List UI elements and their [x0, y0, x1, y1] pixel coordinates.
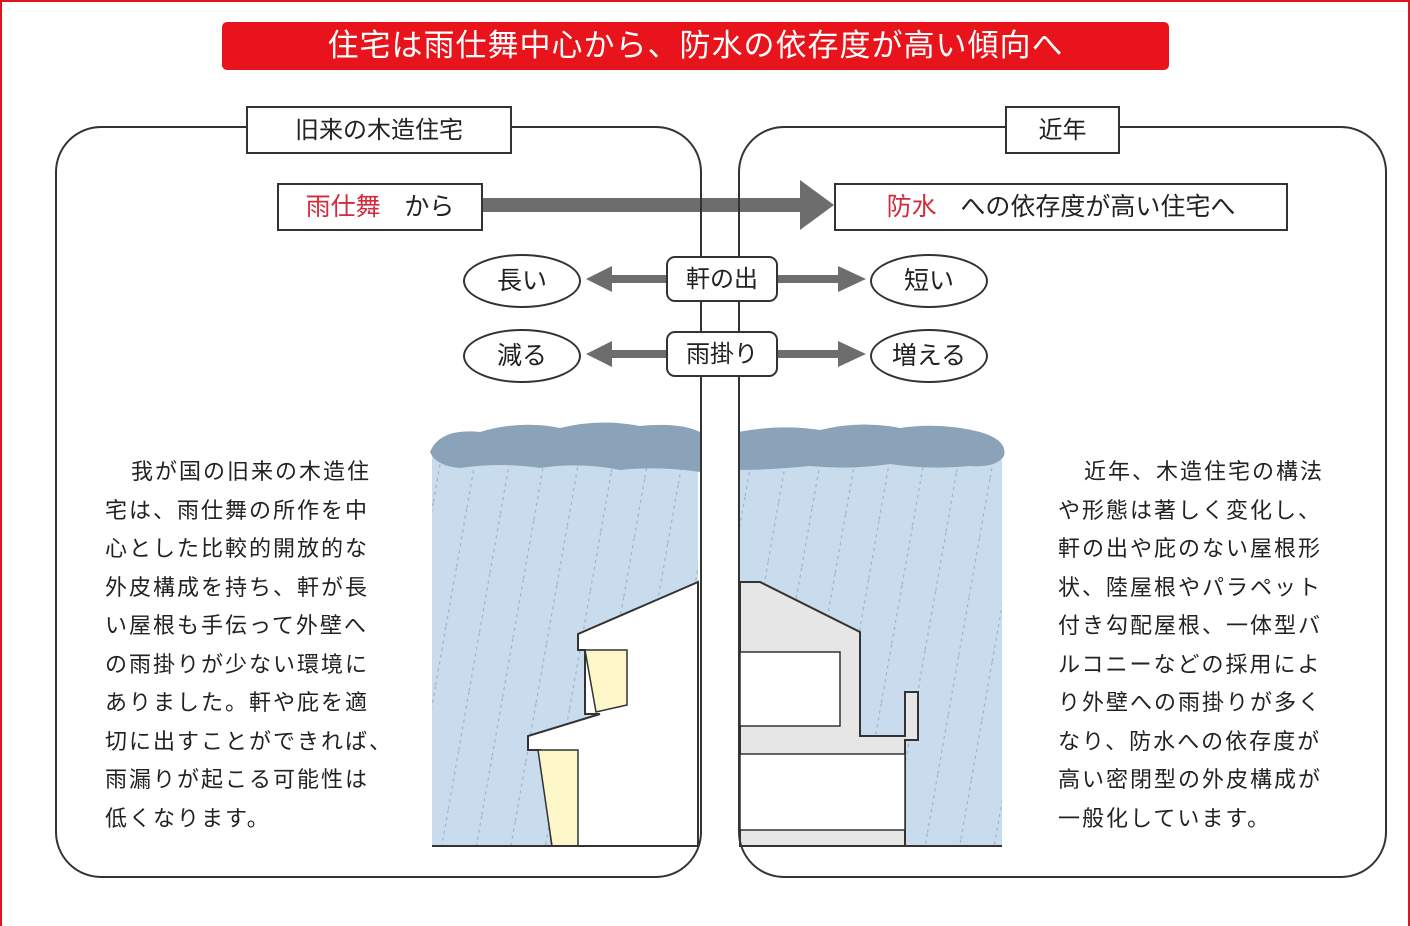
- title-banner: 住宅は雨仕舞中心から、防水の依存度が高い傾向へ: [222, 22, 1169, 70]
- from-box: 雨仕舞 から: [277, 183, 483, 231]
- text-line: り外壁への雨掛りが多く: [1058, 691, 1323, 716]
- cloud-left: [430, 422, 700, 472]
- from-keyword: 雨仕舞: [305, 192, 381, 221]
- text-line: 外皮構成を持ち、軒が長: [105, 575, 370, 601]
- cloud-right: [738, 424, 1005, 470]
- eaves-long-oval: 長い: [463, 254, 581, 308]
- text-line: 一般化しています。: [1058, 806, 1272, 832]
- text-line: 心とした比較的開放的な: [105, 537, 370, 562]
- to-suffix: への依存度が高い住宅へ: [960, 192, 1236, 221]
- text-line: ありました。軒や庇を適: [105, 691, 370, 716]
- text-line: 付き勾配屋根、一体型バ: [1058, 614, 1323, 639]
- recent-description: 近年、木造住宅の構法 や形態は著しく変化し、 軒の出や庇のない屋根形 状、陸屋根…: [1058, 454, 1358, 839]
- arrow-rain-right: [778, 341, 866, 367]
- arrow-rain-left: [586, 341, 668, 367]
- text-line: 近年、木造住宅の構法: [1084, 460, 1325, 485]
- text-line: 宅は、雨仕舞の所作を中: [105, 498, 370, 524]
- arrow-eaves-left: [586, 266, 668, 292]
- rain-center-label: 雨掛り: [666, 331, 778, 377]
- text-line: ルコニーなどの採用によ: [1058, 652, 1322, 678]
- text-line: 雨漏りが起こる可能性は: [105, 768, 370, 793]
- to-box: 防水 への依存度が高い住宅へ: [834, 183, 1288, 231]
- recent-label: 近年: [1005, 106, 1120, 154]
- modern-house-drawing: [739, 581, 919, 847]
- traditional-house-label: 旧来の木造住宅: [246, 106, 512, 154]
- arrow-eaves-right: [778, 266, 866, 292]
- traditional-description: 我が国の旧来の木造住 宅は、雨仕舞の所作を中 心とした比較的開放的な 外皮構成を…: [105, 454, 405, 839]
- text-line: や形態は著しく変化し、: [1058, 498, 1323, 524]
- text-line: 高い密閉型の外皮構成が: [1058, 768, 1323, 793]
- eaves-short-oval: 短い: [870, 254, 988, 308]
- text-line: 切に出すことができれば、: [105, 729, 394, 755]
- text-line: なり、防水への依存度が: [1058, 729, 1322, 755]
- text-line: い屋根も手伝って外壁へ: [105, 614, 368, 639]
- rain-decrease-oval: 減る: [463, 329, 581, 383]
- text-line: 状、陸屋根やパラペット: [1058, 575, 1323, 601]
- text-line: 軒の出や庇のない屋根形: [1058, 537, 1323, 562]
- from-suffix: から: [404, 192, 455, 221]
- to-keyword: 防水: [886, 192, 937, 221]
- rain-increase-oval: 増える: [870, 329, 988, 383]
- text-line: の雨掛りが少ない環境に: [105, 652, 370, 678]
- eaves-center-label: 軒の出: [666, 256, 778, 302]
- text-line: 低くなります。: [105, 806, 271, 832]
- transition-arrow: [479, 180, 834, 230]
- text-line: 我が国の旧来の木造住: [131, 460, 372, 485]
